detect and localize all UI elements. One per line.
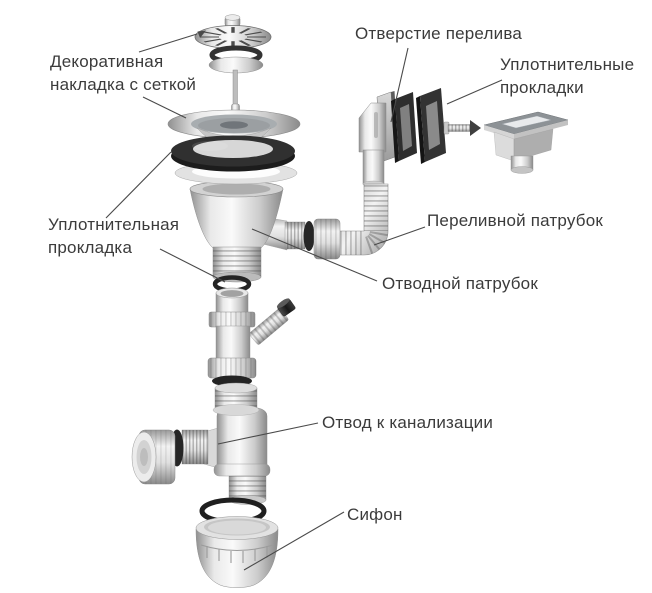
leader-line-outlet-pipe — [251, 228, 378, 282]
label-outlet-pipe-line1: Отводной патрубок — [382, 274, 538, 293]
label-seal-gasket: Уплотнительная прокладка — [48, 213, 179, 259]
tee-pipe — [207, 287, 296, 387]
overflow-screw-arrow — [443, 120, 481, 136]
arrow-head — [470, 120, 481, 136]
label-decorative-cap: Декоративная накладка с сеткой — [50, 50, 196, 96]
label-overflow-pipe: Переливной патрубок — [427, 209, 603, 232]
label-overflow-gaskets-line2: прокладки — [500, 78, 584, 97]
leader-line-decorative-cap — [138, 33, 198, 53]
overflow-cover — [483, 111, 569, 174]
label-overflow-hole: Отверстие перелива — [355, 22, 522, 45]
leader-line-overflow-hole — [390, 47, 409, 123]
label-sewer-outlet-line1: Отвод к канализации — [322, 413, 494, 432]
overflow-elbow — [358, 91, 399, 188]
leader-line-seal-gasket-2 — [159, 248, 226, 283]
leader-line-decorative-cap-2 — [142, 96, 187, 119]
label-overflow-hole-line1: Отверстие перелива — [355, 24, 523, 43]
leader-line-seal-gasket-1 — [105, 151, 172, 219]
label-decorative-cap-line2: накладка с сеткой — [50, 75, 197, 94]
overflow-gaskets — [391, 88, 446, 164]
label-overflow-gaskets-line1: Уплотнительные — [500, 55, 635, 74]
label-seal-gasket-line1: Уплотнительная — [48, 215, 180, 234]
rubber-gasket-ring — [171, 135, 295, 172]
cup-grip-ribs — [200, 544, 274, 563]
siphon-body — [131, 382, 271, 505]
leader-line-siphon — [243, 511, 345, 571]
label-siphon: Сифон — [347, 503, 403, 526]
strainer-mesh-slots — [200, 27, 266, 47]
leader-arrowhead — [197, 30, 206, 38]
label-seal-gasket-line2: прокладка — [48, 238, 133, 257]
label-sewer-outlet: Отвод к канализации — [322, 411, 493, 434]
label-outlet-pipe: Отводной патрубок — [382, 272, 538, 295]
label-overflow-pipe-line1: Переливной патрубок — [427, 211, 603, 230]
overflow-hole-slot — [374, 112, 378, 138]
label-overflow-gaskets: Уплотнительные прокладки — [500, 53, 634, 99]
blank-cap — [276, 298, 296, 317]
leader-line-overflow-pipe — [373, 226, 426, 246]
label-decorative-cap-line1: Декоративная — [50, 52, 164, 71]
leader-line-overflow-gaskets — [446, 79, 503, 105]
leader-line-sewer-outlet — [217, 422, 319, 445]
siphon-cup — [195, 516, 279, 588]
branch-o-ring — [303, 221, 315, 251]
funnel-drain-body — [189, 180, 341, 283]
corrugated-overflow-hose — [337, 183, 389, 256]
plug-stem — [232, 69, 238, 109]
label-siphon-line1: Сифон — [347, 505, 403, 524]
strainer-plug — [194, 14, 272, 118]
leader-lines — [105, 30, 503, 571]
